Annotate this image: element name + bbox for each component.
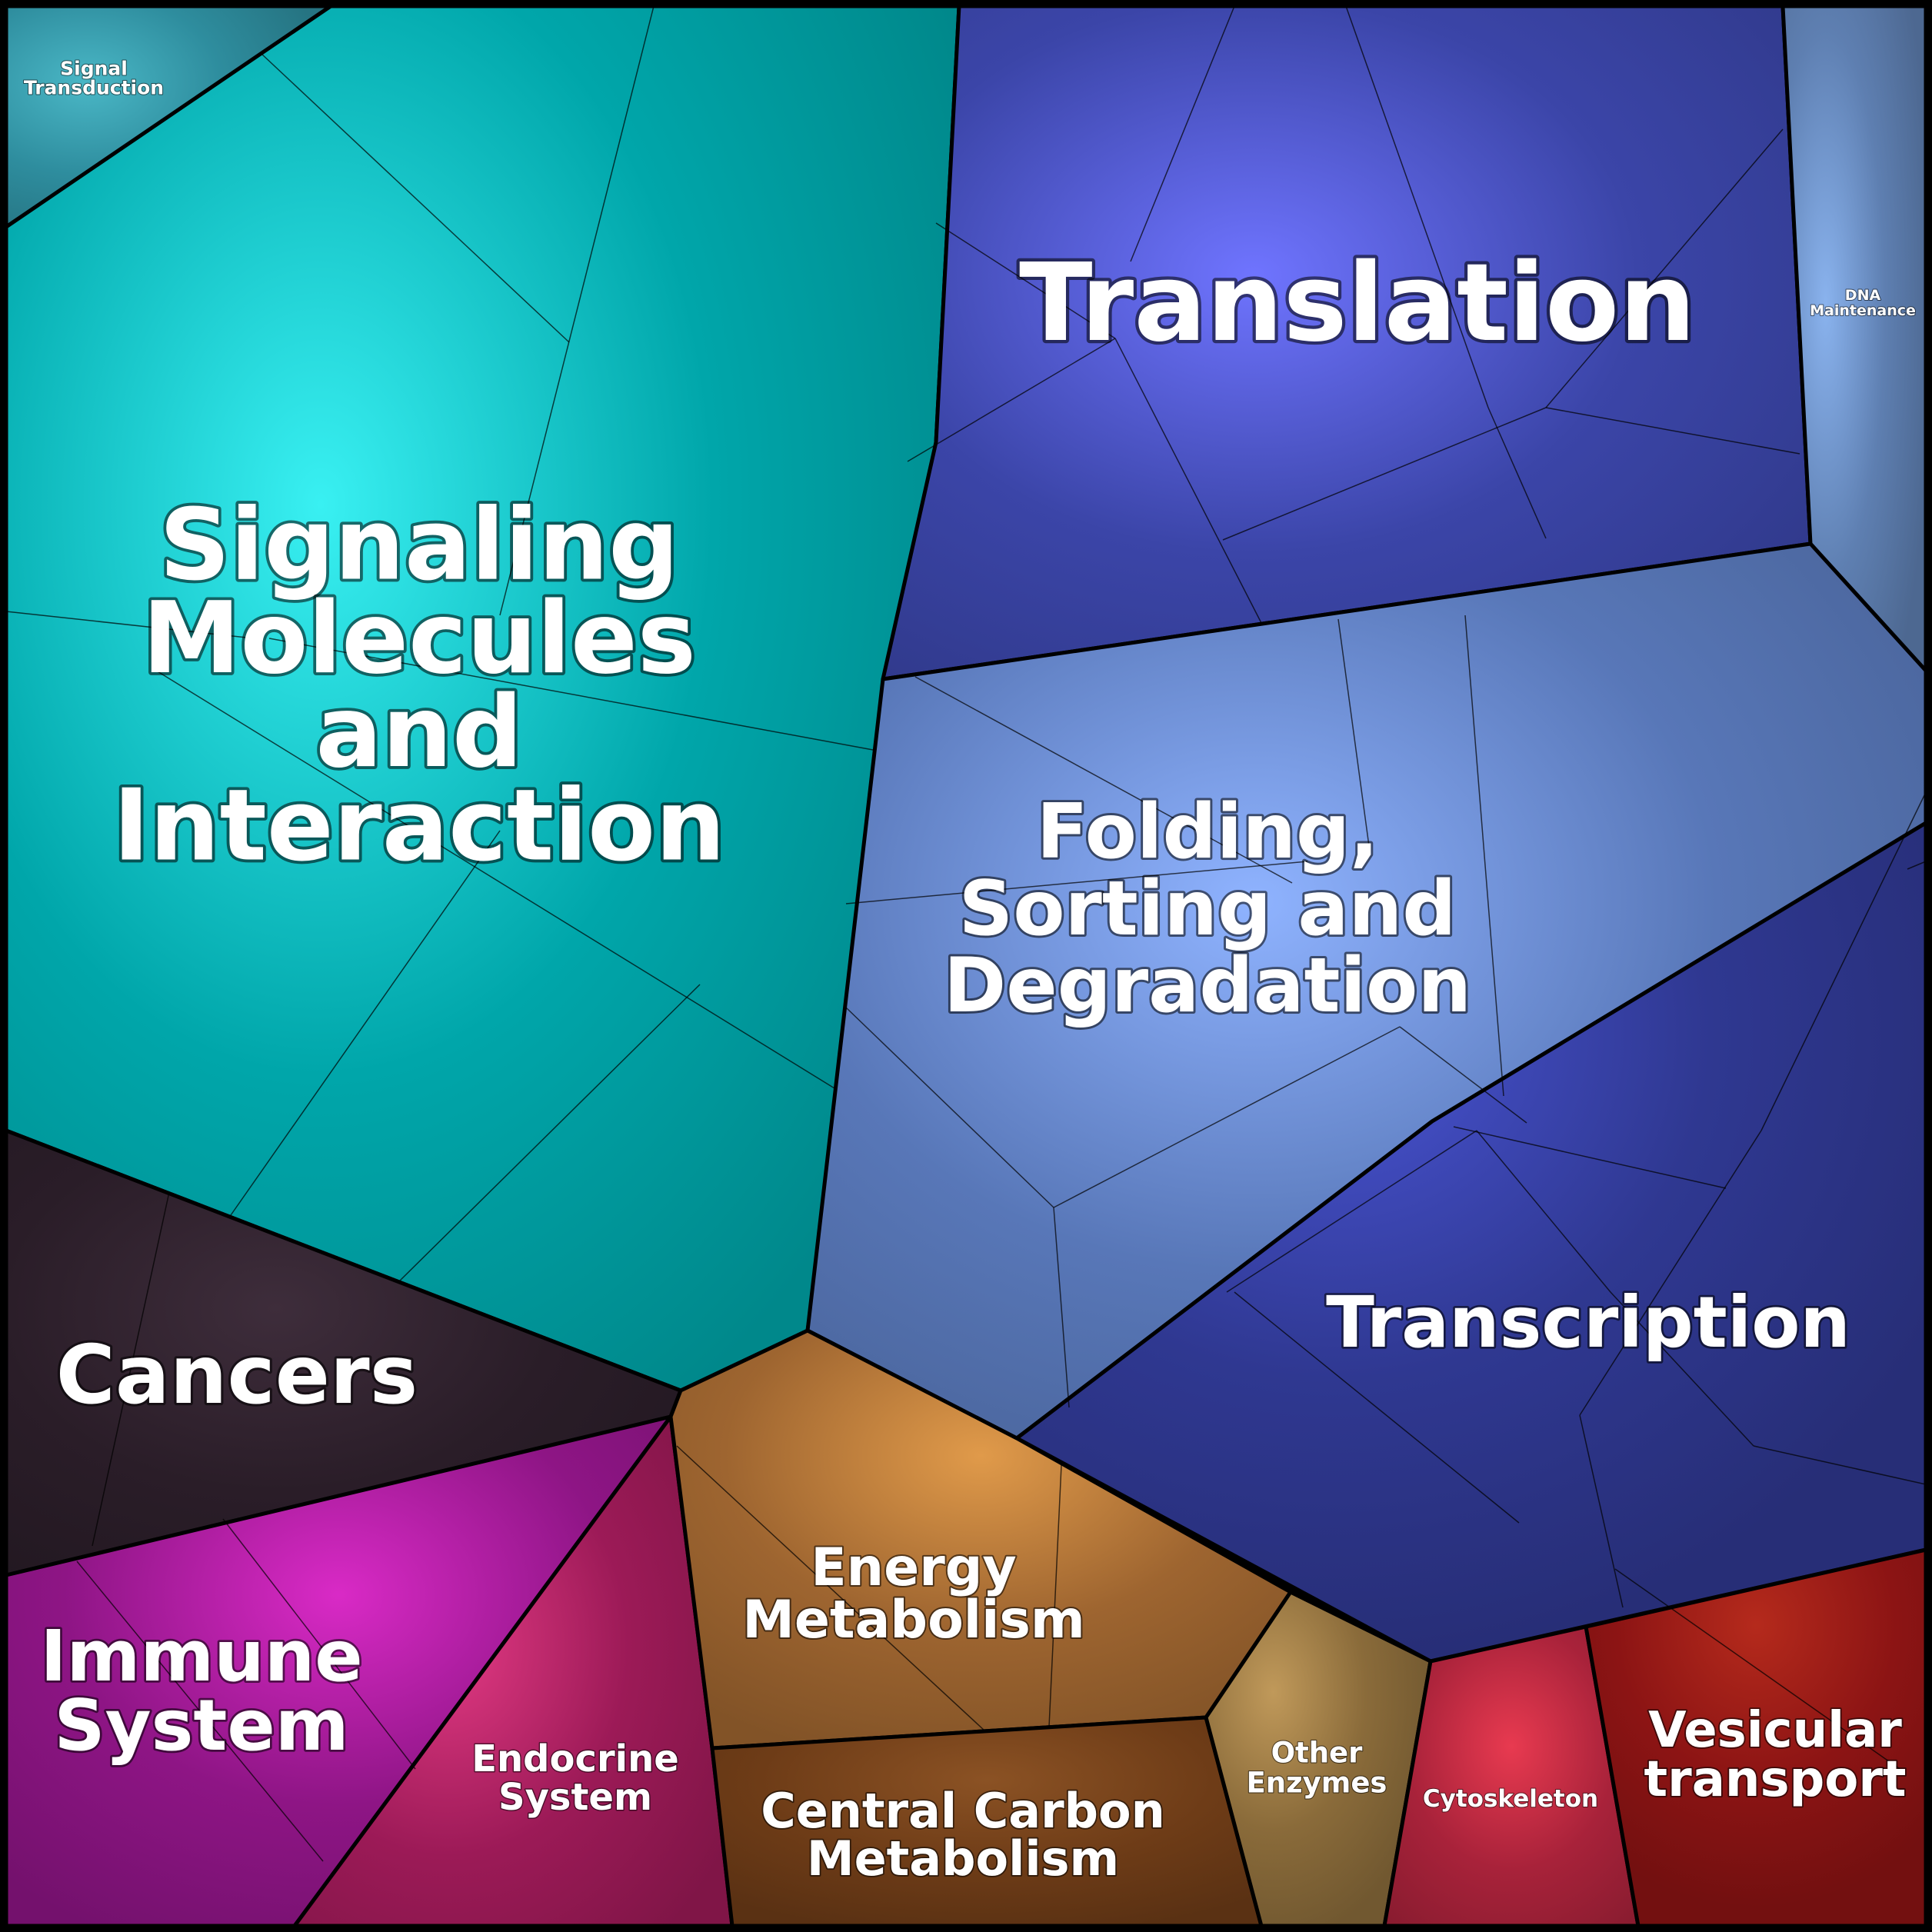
label-line: Other [1271, 1736, 1364, 1769]
subdivision-lines [5, 5, 1927, 1862]
label-line: Degradation [944, 942, 1471, 1030]
label-line: Signaling [159, 488, 679, 603]
label-line: Central Carbon [761, 1783, 1165, 1839]
subdivision-line [1610, 1291, 1754, 1447]
subdivision-line [1453, 1126, 1727, 1189]
label-line: System [54, 1684, 348, 1767]
subdivision-line [5, 611, 255, 639]
subdivision-line [1464, 615, 1504, 1097]
subdivision-line [1545, 128, 1784, 408]
subdivision-line [1114, 338, 1262, 624]
subdivision-line [1337, 618, 1370, 847]
label-cytoskeleton: Cytoskeleton [1423, 1785, 1598, 1813]
label-line: Immune [40, 1615, 362, 1697]
subdivision-line [1222, 407, 1547, 541]
subdivision-line [268, 638, 874, 751]
label-line: Translation [1019, 241, 1696, 366]
subdivision-line [499, 5, 655, 616]
label-line: transport [1644, 1751, 1907, 1808]
subdivision-line [1760, 791, 1927, 1131]
subdivision-line [1053, 1026, 1401, 1208]
subdivision-line [907, 338, 1116, 462]
subdivision-line [845, 1007, 1054, 1208]
subdivision-line [1753, 1445, 1927, 1485]
label-line: Metabolism [807, 1830, 1119, 1887]
subdivision-line [676, 1445, 985, 1731]
subdivision-line [1234, 1291, 1520, 1524]
label-line: Enzymes [1247, 1766, 1387, 1799]
label-line: and [315, 675, 522, 790]
subdivision-line [1048, 1464, 1062, 1727]
subdivision-line [1579, 1414, 1624, 1608]
subdivision-line [1907, 861, 1927, 870]
label-line: Maintenance [1810, 301, 1916, 318]
subdivision-line [1545, 407, 1800, 455]
subdivision-line [1226, 1130, 1477, 1293]
label-cancers: Cancers [56, 1328, 418, 1422]
label-line: Transcription [1326, 1281, 1850, 1364]
label-translation: Translation [1019, 241, 1696, 366]
label-line: Endocrine [471, 1737, 679, 1780]
subdivision-line [76, 1561, 324, 1862]
label-line: System [498, 1776, 652, 1819]
subdivision-line [1487, 407, 1547, 539]
subdivision-line [1345, 5, 1489, 408]
subdivision-line [222, 1518, 416, 1770]
subdivision-line [153, 668, 835, 1089]
label-line: Molecules [142, 581, 696, 696]
label-line: Metabolism [742, 1590, 1085, 1651]
subdivision-line [1130, 5, 1235, 262]
subdivision-line [845, 861, 1308, 904]
subdivision-line [230, 830, 501, 1216]
label-line: Signal [60, 58, 128, 80]
subdivision-line [92, 1191, 170, 1547]
label-line: Sorting and [959, 865, 1457, 953]
label-line: Cancers [56, 1328, 418, 1422]
subdivision-line [399, 984, 701, 1281]
label-line: DNA [1845, 287, 1881, 304]
subdivision-line [1614, 1568, 1900, 1770]
subdivision-line [935, 222, 1116, 339]
label-line: Interaction [113, 769, 725, 884]
label-line: Cytoskeleton [1423, 1785, 1598, 1813]
label-transcription: Transcription [1326, 1281, 1850, 1364]
subdivision-line [1476, 1130, 1611, 1293]
label-line: Transduction [24, 77, 164, 99]
subdivision-line [1053, 1207, 1070, 1408]
subdivision-line [1579, 1130, 1762, 1416]
subdivision-line [914, 676, 1293, 884]
label-line: Energy [811, 1537, 1017, 1598]
subdivision-line [1399, 1026, 1527, 1124]
label-line: Folding, [1037, 788, 1379, 876]
label-line: Vesicular [1648, 1702, 1902, 1759]
subdivision-line [261, 53, 570, 343]
